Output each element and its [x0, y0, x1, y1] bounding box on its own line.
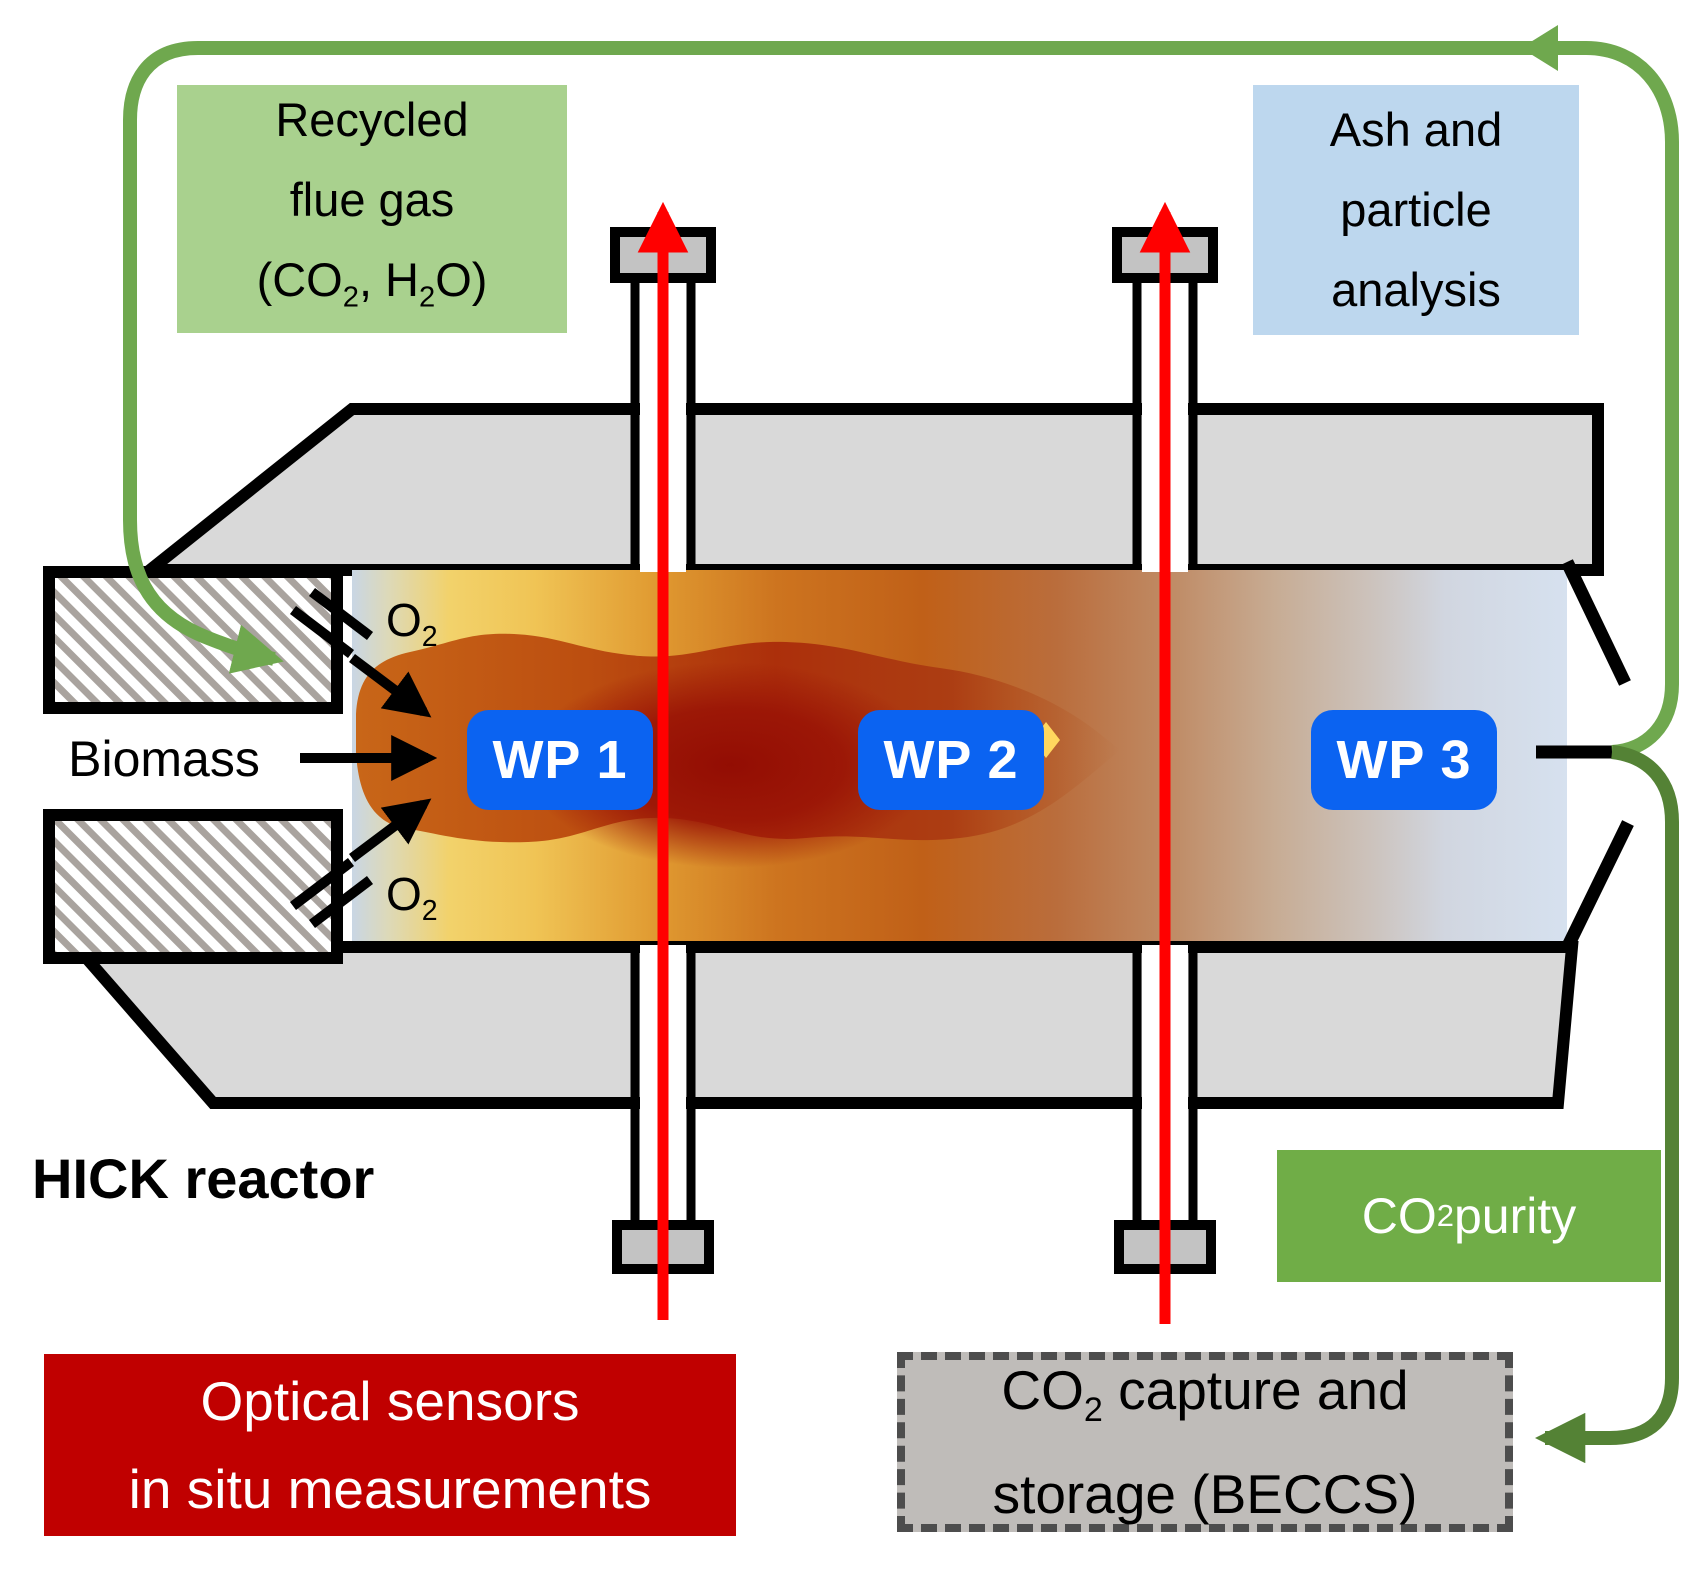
ash-line2: particle: [1340, 183, 1492, 236]
purity-co: CO: [1361, 1188, 1437, 1244]
biomass-label: Biomass: [68, 731, 260, 787]
o2-top-arrow: [349, 654, 432, 718]
recycled-line3: (CO2, H2O): [257, 240, 488, 337]
o2-label-top: O2: [386, 592, 438, 665]
optical-sensors-box: Optical sensors in situ measurements: [44, 1354, 736, 1536]
burner-block-bottom: [43, 809, 343, 964]
recycled-line1: Recycled: [275, 93, 469, 147]
o2-lance-top: [289, 588, 374, 658]
recycled-line2: flue gas: [289, 173, 455, 227]
optical-line1: Optical sensors: [200, 1370, 580, 1432]
reactor-bottom-wall: [61, 938, 1579, 1109]
beccs-co-sub: 2: [1083, 1391, 1103, 1429]
beccs-line1: CO2 capture and: [1001, 1348, 1408, 1452]
recycled-o: O): [435, 253, 488, 307]
exit-lower-lip: [1561, 820, 1634, 951]
o2-top-base: O: [386, 594, 422, 646]
ash-particle-analysis-box: Ash and particle analysis: [1253, 85, 1579, 335]
beccs-capture-text: capture and: [1102, 1359, 1409, 1421]
recycle-loop-direction-arrow: [1521, 25, 1558, 71]
wp1-badge: WP 1: [467, 710, 653, 810]
o2-label-bottom: O2: [386, 866, 438, 939]
reactor-top-wall: [132, 403, 1604, 576]
optical-line2: in situ measurements: [128, 1458, 652, 1520]
ash-line1: Ash and: [1329, 103, 1503, 156]
reactor-title: HICK reactor: [32, 1147, 375, 1210]
o2-bottom-sub: 2: [421, 895, 438, 928]
recycled-flue-gas-box: Recycled flue gas (CO2, H2O): [177, 85, 567, 333]
o2-lance-bottom: [289, 858, 374, 928]
co2-storage-arrow: [1534, 745, 1679, 1464]
burner-block-top: [43, 566, 343, 714]
beccs-line2: storage (BECCS): [992, 1463, 1418, 1525]
recycled-h: , H: [358, 253, 419, 307]
purity-sub: 2: [1436, 1198, 1454, 1233]
o2-bottom-base: O: [386, 868, 422, 920]
recycled-h-sub: 2: [419, 281, 436, 314]
beccs-co: CO: [1001, 1359, 1084, 1421]
wp2-badge: WP 2: [858, 710, 1044, 810]
ash-line3: analysis: [1331, 263, 1501, 316]
recycled-co-sub: 2: [342, 281, 359, 314]
beccs-box: CO2 capture and storage (BECCS): [897, 1352, 1513, 1532]
o2-bottom-arrow: [349, 798, 432, 862]
recycle-loop-arrow: [123, 41, 1679, 759]
purity-text: purity: [1453, 1188, 1577, 1244]
wp3-badge: WP 3: [1311, 710, 1497, 810]
recycled-co: (CO: [256, 253, 343, 307]
o2-top-sub: 2: [421, 621, 438, 654]
exit-upper-lip: [1561, 559, 1631, 686]
